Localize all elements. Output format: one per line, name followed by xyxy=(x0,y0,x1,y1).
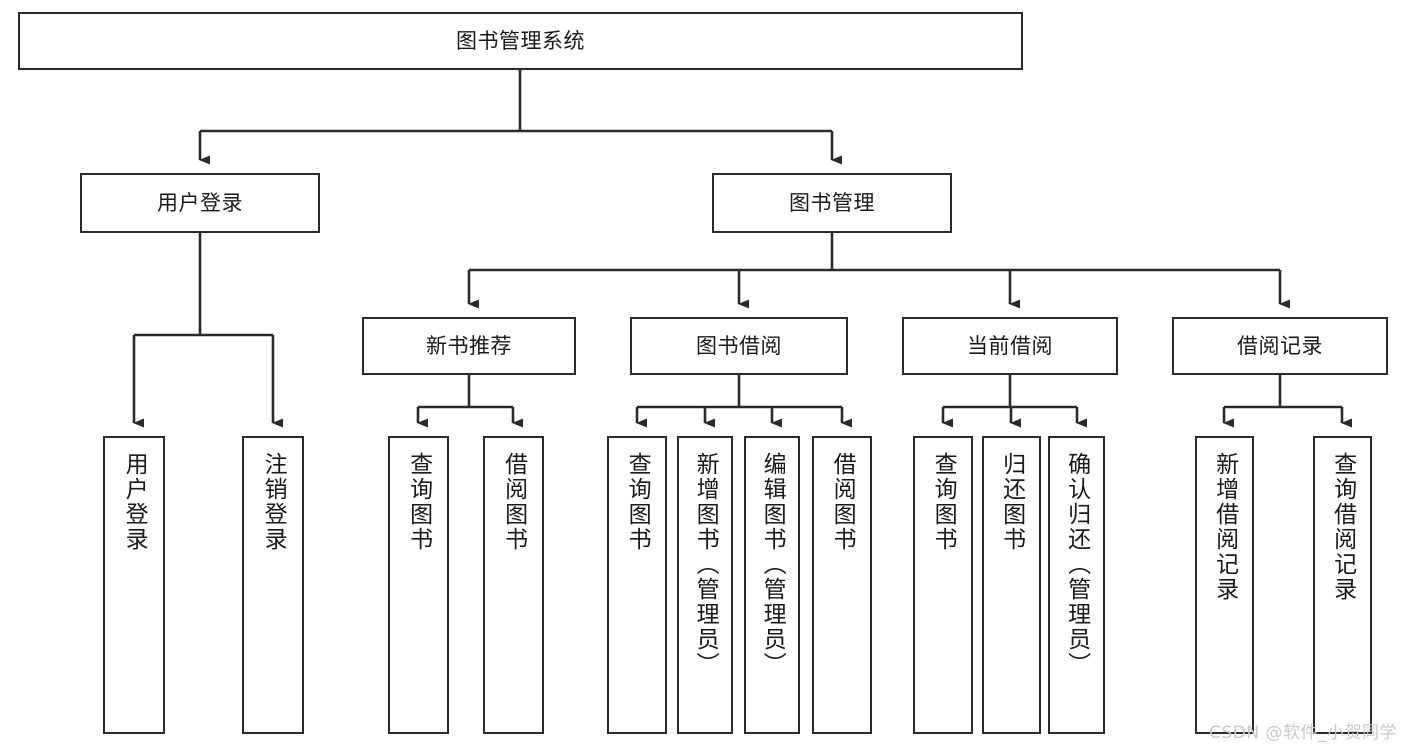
node-leaf-return-book-label: 归还图书 xyxy=(998,452,1025,552)
node-leaf-query-book-3[interactable]: 查询图书 xyxy=(913,436,973,734)
node-book-manage-label: 图书管理 xyxy=(789,190,875,215)
node-leaf-query-book-3-label: 查询图书 xyxy=(930,452,957,552)
node-leaf-borrow-book-1[interactable]: 借阅图书 xyxy=(483,436,544,734)
node-borrow-record[interactable]: 借阅记录 xyxy=(1172,317,1388,375)
node-leaf-add-book[interactable]: 新增图书（管理员） xyxy=(677,436,733,734)
node-leaf-borrow-book-2[interactable]: 借阅图书 xyxy=(812,436,872,734)
node-leaf-query-book-1-label: 查询图书 xyxy=(405,452,432,552)
node-root[interactable]: 图书管理系统 xyxy=(18,12,1023,70)
node-leaf-return-book[interactable]: 归还图书 xyxy=(982,436,1041,734)
node-leaf-user-login[interactable]: 用户登录 xyxy=(103,436,165,734)
node-leaf-logout[interactable]: 注销登录 xyxy=(242,436,304,734)
node-user-login[interactable]: 用户登录 xyxy=(80,173,320,233)
node-leaf-query-record[interactable]: 查询借阅记录 xyxy=(1313,436,1372,734)
node-root-label: 图书管理系统 xyxy=(456,28,585,53)
node-leaf-borrow-book-2-label: 借阅图书 xyxy=(829,452,856,552)
node-leaf-edit-book-label: 编辑图书（管理员） xyxy=(759,452,786,677)
node-leaf-logout-label: 注销登录 xyxy=(260,452,287,552)
node-borrow-record-label: 借阅记录 xyxy=(1237,333,1323,358)
node-book-manage[interactable]: 图书管理 xyxy=(712,173,952,233)
node-leaf-query-book-2[interactable]: 查询图书 xyxy=(607,436,667,734)
node-new-book-recommend[interactable]: 新书推荐 xyxy=(362,317,576,375)
watermark-text: CSDN @软件_小贺同学 xyxy=(1209,723,1397,743)
node-book-borrow-label: 图书借阅 xyxy=(696,333,782,358)
node-leaf-user-login-label: 用户登录 xyxy=(121,452,148,552)
node-leaf-query-book-2-label: 查询图书 xyxy=(624,452,651,552)
node-current-borrow-label: 当前借阅 xyxy=(967,333,1053,358)
node-leaf-edit-book[interactable]: 编辑图书（管理员） xyxy=(744,436,800,734)
node-book-borrow[interactable]: 图书借阅 xyxy=(630,317,848,375)
node-user-login-label: 用户登录 xyxy=(157,190,243,215)
node-new-book-recommend-label: 新书推荐 xyxy=(426,333,512,358)
node-leaf-query-book-1[interactable]: 查询图书 xyxy=(388,436,449,734)
node-leaf-add-record-label: 新增借阅记录 xyxy=(1211,452,1238,602)
node-current-borrow[interactable]: 当前借阅 xyxy=(902,317,1118,375)
node-leaf-query-record-label: 查询借阅记录 xyxy=(1329,452,1356,602)
node-leaf-add-book-label: 新增图书（管理员） xyxy=(692,452,719,677)
node-leaf-borrow-book-1-label: 借阅图书 xyxy=(500,452,527,552)
node-leaf-add-record[interactable]: 新增借阅记录 xyxy=(1195,436,1254,734)
node-leaf-confirm-return-label: 确认归还（管理员） xyxy=(1063,452,1090,677)
node-leaf-confirm-return[interactable]: 确认归还（管理员） xyxy=(1048,436,1105,734)
